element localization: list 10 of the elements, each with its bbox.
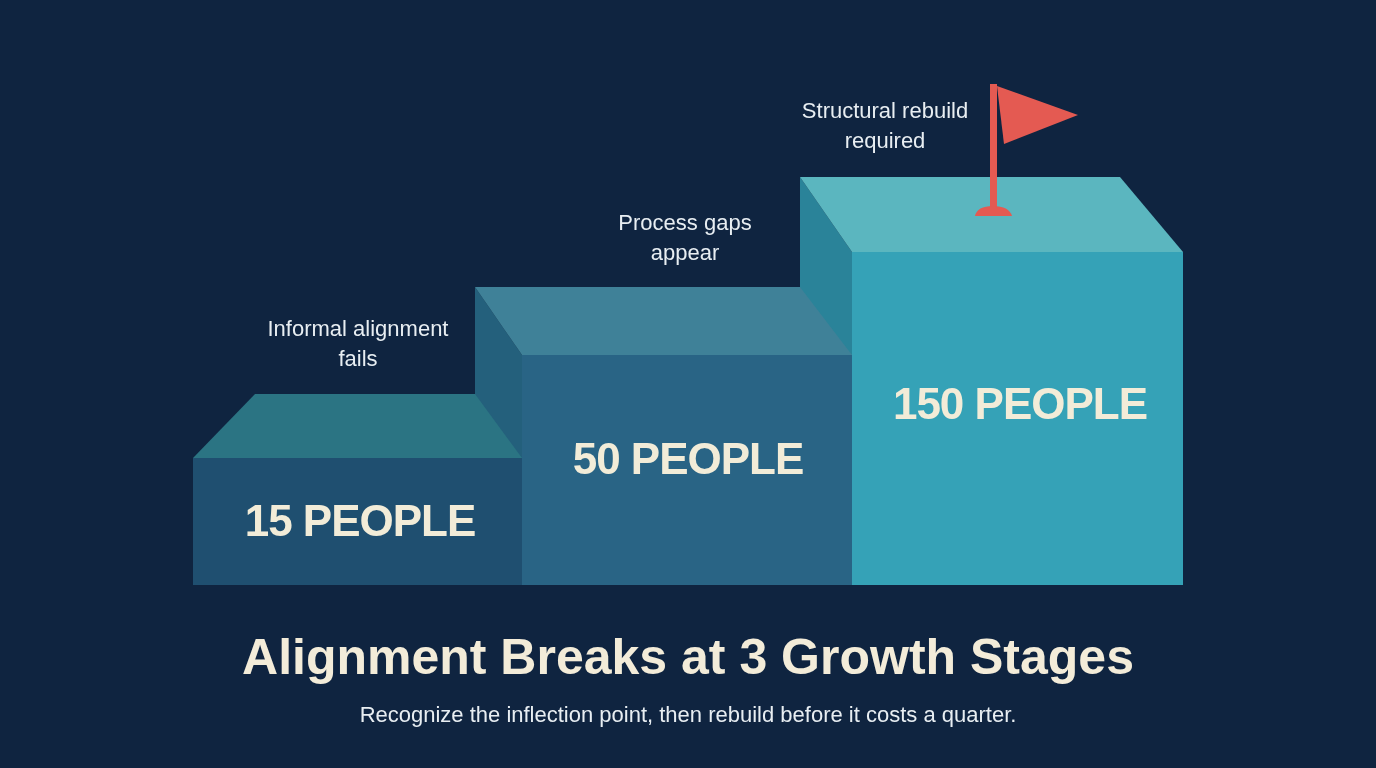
caption: Recognize the inflection point, then rebuild before it costs a quarter. xyxy=(358,702,1018,728)
stair-block xyxy=(475,287,852,585)
block-label: 15 PEOPLE xyxy=(244,496,476,546)
stage-note: Process gaps appear xyxy=(617,209,753,267)
block-label: 150 PEOPLE xyxy=(892,379,1148,429)
stage-note: Structural rebuild required xyxy=(800,97,970,155)
stage-note: Informal alignment fails xyxy=(266,315,450,373)
stair-block xyxy=(193,394,522,585)
block-label: 50 PEOPLE xyxy=(572,434,804,484)
title: Alignment Breaks at 3 Growth Stages xyxy=(241,628,1135,686)
